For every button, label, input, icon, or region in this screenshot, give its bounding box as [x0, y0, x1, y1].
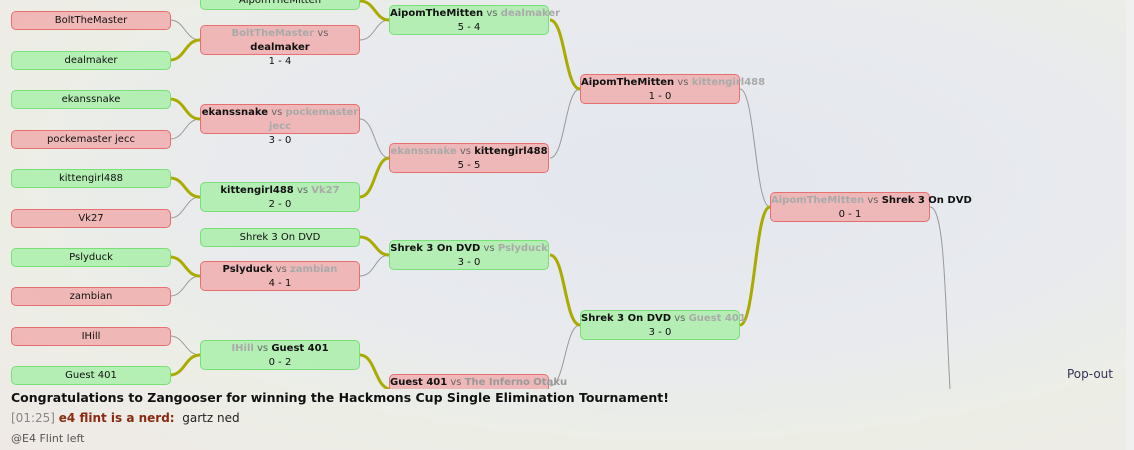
player-2: pockemaster jecc: [268, 107, 359, 132]
player-2: Shrek 3 On DVD: [881, 195, 972, 206]
vs-label: vs: [483, 243, 495, 254]
player-1: ekanssnake: [201, 107, 268, 118]
player-1: Pslyduck: [222, 264, 273, 275]
vs-label: vs: [486, 8, 498, 19]
chat-username[interactable]: e4 flint is a nerd:: [58, 411, 175, 425]
bracket-match[interactable]: AipomTheMitten vs Shrek 3 On DVD 0 - 1: [770, 192, 972, 222]
bracket-match[interactable]: Guest 401 vs The Inferno Otaku: [389, 374, 567, 389]
player-2: Guest 401: [688, 313, 746, 324]
match-score: 3 - 0: [648, 327, 672, 338]
player-1: AipomTheMitten: [390, 8, 484, 19]
player-2: zambian: [289, 264, 338, 275]
congrats-message: Congratulations to Zangooser for winning…: [11, 390, 669, 405]
vs-label: vs: [296, 185, 309, 196]
match-score: 1 - 4: [268, 56, 292, 67]
bracket-leaf[interactable]: Shrek 3 On DVD: [200, 228, 360, 247]
player-1: ekanssnake: [390, 146, 457, 157]
popout-link[interactable]: Pop-out: [1067, 367, 1113, 381]
bracket-match[interactable]: Pslyduck vs zambian 4 - 1: [200, 261, 360, 291]
bracket-match[interactable]: IHill vs Guest 401 0 - 2: [200, 340, 360, 370]
player-2: Pslyduck: [497, 243, 548, 254]
match-score: 5 - 5: [457, 160, 481, 171]
bracket-match[interactable]: Shrek 3 On DVD vs Guest 401 3 - 0: [580, 310, 746, 340]
scrollbar[interactable]: [1126, 0, 1134, 450]
timestamp: [01:25]: [11, 411, 55, 425]
player-1: AipomTheMitten: [771, 195, 865, 206]
chat-text: gartz ned: [182, 411, 240, 425]
bracket-leaf[interactable]: BoltTheMaster: [11, 11, 171, 30]
bracket-match[interactable]: AipomTheMitten vs kittengirl488 1 - 0: [580, 74, 765, 104]
bracket-leaf[interactable]: pockemaster jecc: [11, 130, 171, 149]
player-1: kittengirl488: [220, 185, 294, 196]
match-score: 0 - 1: [838, 209, 862, 220]
player-2: Guest 401: [271, 343, 329, 354]
vs-label: vs: [677, 77, 689, 88]
bracket-match[interactable]: AipomTheMitten vs dealmaker 5 - 4: [389, 5, 560, 35]
match-score: 2 - 0: [268, 199, 292, 210]
bracket-match[interactable]: ekanssnake vs kittengirl488 5 - 5: [389, 143, 549, 173]
vs-label: vs: [867, 195, 879, 206]
bracket-leaf[interactable]: IHill: [11, 327, 171, 346]
vs-label: vs: [674, 313, 686, 324]
bracket-match[interactable]: ekanssnake vs pockemaster jecc 3 - 0: [200, 104, 360, 146]
vs-label: vs: [257, 343, 269, 354]
bracket-match[interactable]: Shrek 3 On DVD vs Pslyduck 3 - 0: [389, 240, 549, 270]
chat-message: [01:25] e4 flint is a nerd: gartz ned: [11, 411, 240, 425]
match-score: 4 - 1: [268, 278, 292, 289]
vs-label: vs: [275, 264, 287, 275]
match-score: 0 - 2: [268, 357, 292, 368]
player-1: Shrek 3 On DVD: [390, 243, 481, 254]
player-1: AipomTheMitten: [581, 77, 675, 88]
player-1: Guest 401: [390, 377, 448, 388]
bracket-leaf[interactable]: kittengirl488: [11, 169, 171, 188]
player-2: Vk27: [311, 185, 340, 196]
match-score: 5 - 4: [457, 22, 481, 33]
vs-label: vs: [317, 28, 329, 39]
bracket-leaf[interactable]: AipomTheMitten: [200, 0, 360, 10]
player-1: BoltTheMaster: [231, 28, 315, 39]
player-1: IHill: [231, 343, 254, 354]
player-2: The Inferno Otaku: [464, 377, 568, 388]
bracket-leaf[interactable]: ekanssnake: [11, 90, 171, 109]
player-2: kittengirl488: [691, 77, 766, 88]
tournament-bracket: BoltTheMaster dealmaker ekanssnake pocke…: [11, 0, 972, 389]
player-2: dealmaker: [250, 42, 310, 53]
bracket-leaf[interactable]: dealmaker: [11, 51, 171, 70]
bracket-leaf[interactable]: Vk27: [11, 209, 171, 228]
match-score: 3 - 0: [268, 135, 292, 146]
bracket-match[interactable]: BoltTheMaster vs dealmaker 1 - 4: [200, 25, 360, 67]
match-score: 1 - 0: [648, 91, 672, 102]
bracket-leaf[interactable]: Pslyduck: [11, 248, 171, 267]
vs-label: vs: [450, 377, 462, 388]
player-2: kittengirl488: [474, 146, 548, 157]
bracket-leaf[interactable]: Guest 401: [11, 366, 171, 385]
bracket-connectors: [169, 0, 951, 389]
vs-label: vs: [271, 107, 283, 118]
bracket-leaf[interactable]: zambian: [11, 287, 171, 306]
vs-label: vs: [459, 146, 472, 157]
match-score: 3 - 0: [457, 257, 481, 268]
player-2: dealmaker: [500, 8, 561, 19]
leave-notice: @E4 Flint left: [11, 432, 85, 445]
player-1: Shrek 3 On DVD: [581, 313, 672, 324]
bracket-match[interactable]: kittengirl488 vs Vk27 2 - 0: [200, 182, 360, 212]
